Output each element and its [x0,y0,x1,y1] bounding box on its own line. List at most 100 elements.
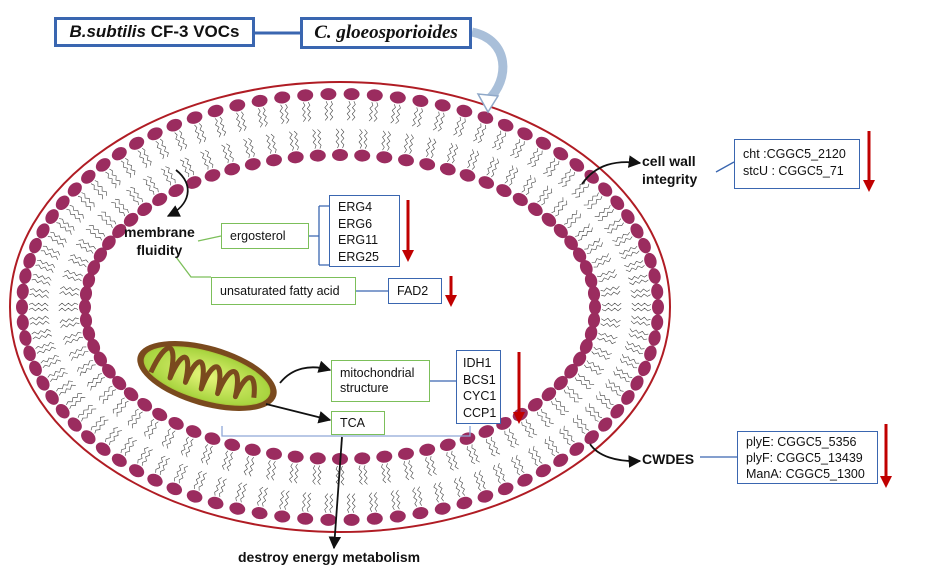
lipid-head [412,507,429,520]
ufa-box: unsaturated fatty acid [211,277,356,305]
lipid-tail [125,157,136,176]
lipid-tail [68,258,87,268]
lipid-tail [47,236,65,248]
lipid-tail [437,112,445,132]
lipid-tail [395,104,401,124]
lipid-tail [363,465,368,485]
lipid-tail [101,211,117,225]
lipid-head [553,453,569,467]
cwdes-label: CWDES [642,451,695,467]
lipid-tail [425,137,432,157]
lipid-head [598,182,613,197]
lipid-tail [70,254,89,263]
lipid-head [19,268,32,284]
lipid-tail [510,138,521,156]
lipid-tail [504,165,514,184]
lipid-tail [79,364,96,377]
lipid-tail [612,232,630,242]
lipid-head [168,416,184,430]
lipid-tail [630,288,651,294]
lipid-head [398,447,414,460]
lipid-head [79,299,91,315]
lipid-tail [40,250,59,261]
lipid-tail [446,452,454,471]
lipid-tail [160,168,171,186]
lipid-head [527,202,543,217]
lipid-head [81,169,96,184]
lipid-tail [59,291,79,297]
lipid-tail [555,200,568,217]
lipid-tail [486,438,496,457]
lipid-tail [198,123,207,143]
lipid-head [389,91,406,104]
lipid-tail [408,134,414,154]
energy-bracket [221,426,471,437]
lipid-head [266,154,282,167]
lipid-tail [604,218,622,230]
lipid-tail [432,111,440,131]
lipid-tail [601,317,621,323]
lipid-head [204,432,221,445]
lipid-tail [141,449,153,466]
lipid-tail [631,315,651,321]
lipid-tail [226,452,234,472]
lipid-tail [346,493,351,514]
lipid-tail [241,111,247,131]
lipid-tail [351,493,356,513]
lipid-tail [358,465,363,485]
lipid-tail [615,366,633,378]
lipid-tail [531,150,543,167]
lipid-tail [438,482,444,502]
lipid-tail [36,259,56,269]
lipid-tail [142,178,155,195]
lipid-head [644,252,657,269]
lipid-tail [64,336,83,345]
lipid-head [112,223,127,239]
down-arrow-icon [880,424,892,488]
lipid-tail [66,208,81,223]
lipid-tail [433,483,439,503]
erg-genes-box: ERG4 ERG6 ERG11 ERG25 [329,195,400,267]
lipid-tail [625,265,645,272]
lipid-head [287,151,304,164]
lipid-tail [69,346,87,357]
lipid-tail [624,260,644,268]
lipid-tail [577,414,590,431]
lipid-tail [312,465,317,485]
lipid-head [332,149,348,161]
lipid-tail [630,320,650,326]
lipid-tail [294,463,299,484]
lipid-tail [29,315,49,321]
lipid-tail [628,333,648,340]
lipid-tail [142,147,152,166]
lipid-tail [94,180,107,196]
lipid-tail [416,108,423,128]
lipid-head [129,136,145,150]
lipid-tail [621,353,640,364]
lipid-head [87,338,101,355]
lipid-tail [155,455,166,473]
lipid-head [419,443,436,456]
lipid-tail [585,406,599,422]
lipid-head [266,447,282,460]
lipid-head [207,496,224,510]
lipid-tail [601,302,622,307]
lipid-head [36,223,50,239]
lipid-tail [412,487,418,507]
lipid-tail [504,430,515,448]
lipid-tail [555,397,569,412]
lipid-tail [279,104,285,125]
lipid-tail [599,391,614,406]
lipid-tail [77,360,94,372]
cell-wall-label: cell wall integrity [642,152,697,188]
lipid-tail [567,213,581,229]
lipid-head [579,338,593,355]
lipid-tail [368,492,374,513]
lipid-tail [226,143,234,162]
lipid-head [287,450,304,463]
lipid-head [376,450,393,463]
lipid-tail [30,288,50,294]
lipid-head [584,272,598,289]
lipid-tail [477,124,487,143]
